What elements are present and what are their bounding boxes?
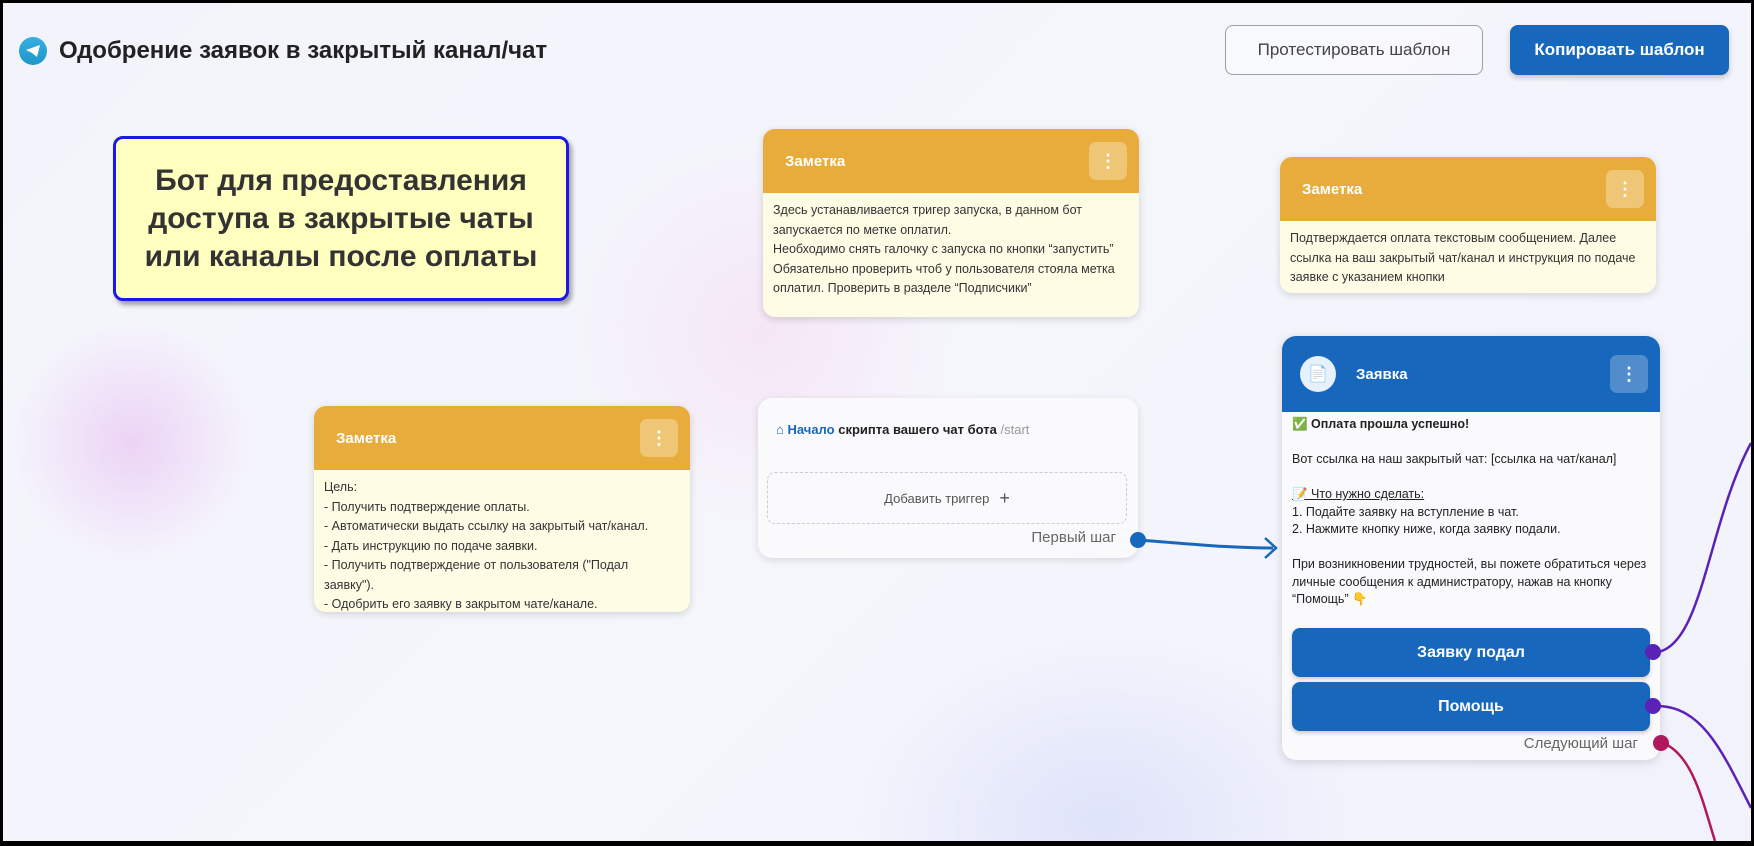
request-node[interactable]: 📄 Заявка ⋮ ✅ Оплата прошла успешно! Вот сс… — [1282, 336, 1660, 760]
connector-arrow — [1264, 537, 1278, 559]
next-step-label: Следующий шаг — [1523, 735, 1638, 752]
note-card[interactable]: Заметка ⋮ Цель: - Получить подтверждение … — [314, 406, 690, 612]
note-text: Подтверждается оплата текстовым сообщени… — [1290, 231, 1636, 284]
more-icon[interactable]: ⋮ — [640, 419, 678, 457]
plus-icon: + — [999, 487, 1010, 508]
page-title: Одобрение заявок в закрытый канал/чат — [59, 37, 548, 64]
msg-line — [1292, 539, 1652, 557]
start-word: Начало — [787, 422, 835, 437]
request-submitted-button[interactable]: Заявку подал — [1292, 628, 1650, 677]
note-title: Заметка — [336, 429, 397, 447]
start-rest: скрипта вашего чат бота — [838, 422, 997, 437]
next-step-port[interactable] — [1653, 735, 1669, 751]
add-trigger-label: Добавить триггер — [884, 490, 990, 506]
start-node[interactable]: ⌂ Начало скрипта вашего чат бота /start … — [758, 398, 1138, 558]
msg-line — [1292, 469, 1652, 487]
document-icon: 📄 — [1300, 356, 1336, 392]
button-port[interactable] — [1645, 698, 1661, 714]
msg-line: 2. Нажмите кнопку ниже, когда заявку под… — [1292, 522, 1561, 536]
connector-start-to-request — [1137, 538, 1274, 550]
note-text: Цель: - Получить подтверждение оплаты. -… — [324, 480, 649, 611]
more-icon[interactable]: ⋮ — [1089, 142, 1127, 180]
msg-line — [1292, 434, 1652, 452]
flow-canvas[interactable]: Одобрение заявок в закрытый канал/чат Пр… — [3, 3, 1751, 841]
start-command: /start — [1000, 422, 1030, 437]
telegram-icon — [19, 37, 47, 65]
help-button[interactable]: Помощь — [1292, 682, 1650, 731]
more-icon[interactable]: ⋮ — [1610, 355, 1648, 393]
note-card[interactable]: Заметка ⋮ Подтверждается оплата текстовым… — [1280, 157, 1656, 293]
note-title: Заметка — [1302, 180, 1363, 198]
connector-button-2 — [1657, 704, 1751, 809]
page-header: Одобрение заявок в закрытый канал/чат — [19, 37, 547, 65]
button-port[interactable] — [1645, 644, 1661, 660]
connector-button-1 — [1657, 442, 1751, 654]
connector-next-step — [1662, 741, 1717, 841]
note-text: Здесь устанавливается тригер запуска, в … — [773, 203, 1115, 295]
msg-line: 📝 Что нужно сделать: — [1292, 487, 1425, 501]
msg-line: При возникновении трудностей, вы пожете … — [1292, 557, 1647, 606]
message-text: ✅ Оплата прошла успешно! Вот ссылка на н… — [1282, 412, 1660, 609]
msg-line: ✅ Оплата прошла успешно! — [1292, 417, 1470, 431]
sticky-note[interactable]: Бот для предоставления доступа в закрыты… — [113, 136, 569, 301]
test-template-button[interactable]: Протестировать шаблон — [1225, 25, 1483, 75]
first-step-label: Первый шаг — [1031, 529, 1116, 546]
note-title: Заметка — [785, 152, 846, 170]
copy-template-button[interactable]: Копировать шаблон — [1510, 25, 1729, 75]
note-card[interactable]: Заметка ⋮ Здесь устанавливается тригер за… — [763, 129, 1139, 317]
msg-line: Вот ссылка на наш закрытый чат: [ссылка … — [1292, 452, 1617, 466]
request-title: Заявка — [1356, 365, 1408, 383]
add-trigger-button[interactable]: Добавить триггер + — [767, 472, 1127, 524]
home-icon: ⌂ — [776, 422, 784, 437]
connectors — [1137, 442, 1751, 841]
first-step-port[interactable] — [1130, 532, 1146, 548]
start-label: ⌂ Начало скрипта вашего чат бота /start — [776, 422, 1029, 437]
msg-line: 1. Подайте заявку на вступление в чат. — [1292, 504, 1519, 519]
more-icon[interactable]: ⋮ — [1606, 170, 1644, 208]
